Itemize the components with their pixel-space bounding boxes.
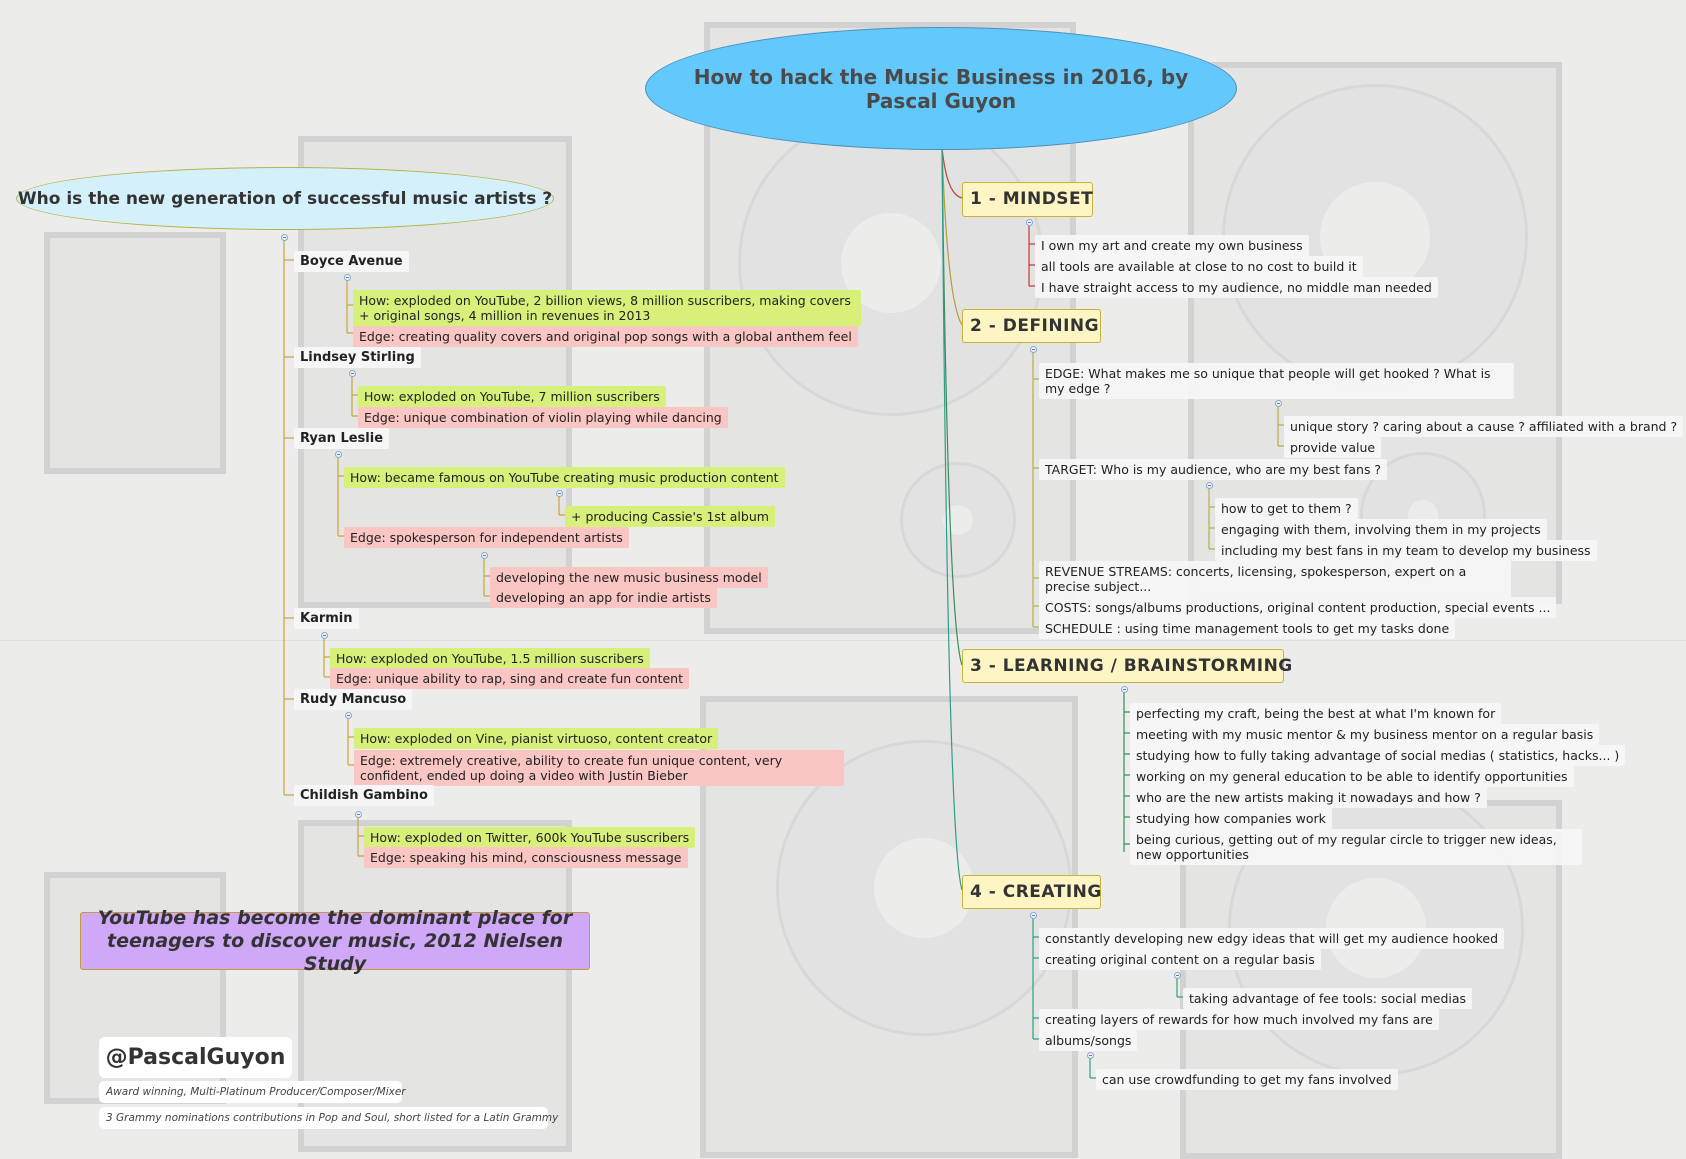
background-disc [900, 462, 1016, 578]
author-caption: Award winning, Multi-Platinum Producer/C… [99, 1081, 406, 1103]
artist-how[interactable]: How: exploded on YouTube, 1.5 million su… [330, 648, 650, 669]
defining-detail[interactable]: provide value [1284, 437, 1382, 458]
generation-topic[interactable]: Who is the new generation of successful … [16, 167, 554, 230]
defining-detail[interactable]: how to get to them ? [1215, 498, 1358, 519]
artist-name[interactable]: Lindsey Stirling [294, 347, 421, 368]
collapse-toggle[interactable] [481, 552, 488, 559]
defining-item[interactable]: REVENUE STREAMS: concerts, licensing, sp… [1039, 561, 1511, 597]
artist-name[interactable]: Boyce Avenue [294, 251, 409, 272]
artist-how[interactable]: How: exploded on YouTube, 2 billion view… [353, 290, 861, 326]
artist-edge[interactable]: Edge: unique combination of violin playi… [358, 407, 728, 428]
mindset-item[interactable]: I have straight access to my audience, n… [1035, 277, 1438, 298]
learning-item[interactable]: perfecting my craft, being the best at w… [1130, 703, 1502, 724]
learning-item[interactable]: studying how companies work [1130, 808, 1332, 829]
defining-item[interactable]: SCHEDULE : using time management tools t… [1039, 618, 1456, 639]
collapse-toggle[interactable] [1174, 972, 1181, 979]
section-mindset[interactable]: 1 - MINDSET [962, 182, 1093, 217]
artist-name[interactable]: Rudy Mancuso [294, 689, 413, 710]
artist-edge-detail[interactable]: developing the new music business model [490, 567, 768, 588]
creating-item[interactable]: constantly developing new edgy ideas tha… [1039, 928, 1505, 949]
collapse-toggle[interactable] [1030, 346, 1037, 353]
author-handle[interactable]: @PascalGuyon [99, 1037, 292, 1078]
generation-topic-label: Who is the new generation of successful … [17, 188, 553, 209]
collapse-toggle[interactable] [355, 811, 362, 818]
collapse-toggle[interactable] [1030, 912, 1037, 919]
defining-item[interactable]: TARGET: Who is my audience, who are my b… [1039, 459, 1388, 480]
creating-item[interactable]: creating layers of rewards for how much … [1039, 1009, 1439, 1030]
background-award-frame [44, 232, 226, 474]
collapse-toggle[interactable] [1026, 219, 1033, 226]
defining-detail[interactable]: including my best fans in my team to dev… [1215, 540, 1597, 561]
background-disc [738, 110, 1044, 416]
artist-name[interactable]: Karmin [294, 608, 359, 629]
learning-item[interactable]: working on my general education to be ab… [1130, 766, 1574, 787]
nielsen-quote[interactable]: YouTube has become the dominant place fo… [80, 907, 590, 975]
artist-name[interactable]: Childish Gambino [294, 785, 434, 806]
collapse-toggle[interactable] [556, 490, 563, 497]
artist-edge[interactable]: Edge: unique ability to rap, sing and cr… [330, 668, 690, 689]
collapse-toggle[interactable] [281, 234, 288, 241]
collapse-toggle[interactable] [344, 274, 351, 281]
artist-edge[interactable]: Edge: speaking his mind, consciousness m… [364, 847, 688, 868]
learning-item[interactable]: being curious, getting out of my regular… [1130, 829, 1582, 865]
artist-how-detail[interactable]: + producing Cassie's 1st album [565, 506, 775, 527]
creating-detail[interactable]: can use crowdfunding to get my fans invo… [1096, 1069, 1398, 1090]
collapse-toggle[interactable] [1206, 482, 1213, 489]
artist-edge[interactable]: Edge: extremely creative, ability to cre… [354, 750, 844, 786]
artist-how[interactable]: How: exploded on Twitter, 600k YouTube s… [364, 827, 696, 848]
creating-detail[interactable]: taking advantage of fee tools: social me… [1183, 988, 1473, 1009]
defining-detail[interactable]: engaging with them, involving them in my… [1215, 519, 1547, 540]
central-topic-label: How to hack the Music Business in 2016, … [693, 64, 1189, 113]
collapse-toggle[interactable] [1087, 1052, 1094, 1059]
artist-how[interactable]: How: exploded on YouTube, 7 million susc… [358, 386, 666, 407]
creating-item[interactable]: albums/songs [1039, 1030, 1138, 1051]
collapse-toggle[interactable] [1121, 686, 1128, 693]
defining-item[interactable]: EDGE: What makes me so unique that peopl… [1039, 363, 1514, 399]
learning-item[interactable]: who are the new artists making it nowada… [1130, 787, 1487, 808]
nielsen-quote-text: YouTube has become the dominant place fo… [97, 906, 573, 975]
artist-how[interactable]: How: became famous on YouTube creating m… [344, 467, 785, 488]
background-record-frame [298, 820, 572, 1152]
defining-detail[interactable]: unique story ? caring about a cause ? af… [1284, 416, 1684, 437]
learning-item[interactable]: meeting with my music mentor & my busine… [1130, 724, 1600, 745]
creating-item[interactable]: creating original content on a regular b… [1039, 949, 1321, 970]
collapse-toggle[interactable] [345, 712, 352, 719]
wall-line [0, 640, 1686, 641]
collapse-toggle[interactable] [321, 632, 328, 639]
artist-how[interactable]: How: exploded on Vine, pianist virtuoso,… [354, 728, 719, 749]
defining-item[interactable]: COSTS: songs/albums productions, origina… [1039, 597, 1557, 618]
collapse-toggle[interactable] [1275, 400, 1282, 407]
artist-edge[interactable]: Edge: spokesperson for independent artis… [344, 527, 629, 548]
section-defining[interactable]: 2 - DEFINING [962, 309, 1101, 343]
learning-item[interactable]: studying how to fully taking advantage o… [1130, 745, 1626, 766]
artist-name[interactable]: Ryan Leslie [294, 428, 390, 449]
artist-edge-detail[interactable]: developing an app for indie artists [490, 587, 717, 608]
section-creating[interactable]: 4 - CREATING [962, 875, 1101, 909]
section-learning[interactable]: 3 - LEARNING / BRAINSTORMING [962, 649, 1292, 683]
artist-edge[interactable]: Edge: creating quality covers and origin… [353, 326, 858, 347]
mindset-item[interactable]: I own my art and create my own business [1035, 235, 1309, 256]
collapse-toggle[interactable] [335, 451, 342, 458]
central-topic[interactable]: How to hack the Music Business in 2016, … [645, 27, 1237, 150]
collapse-toggle[interactable] [349, 370, 356, 377]
author-caption: 3 Grammy nominations contributions in Po… [99, 1107, 558, 1129]
mindset-item[interactable]: all tools are available at close to no c… [1035, 256, 1363, 277]
